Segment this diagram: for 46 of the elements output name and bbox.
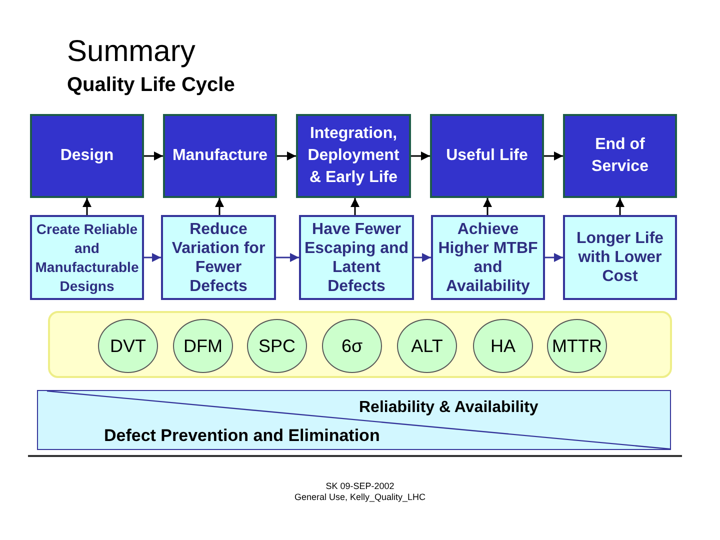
slide-subtitle: Quality Life Cycle (67, 73, 235, 97)
goal-label: Reduce Variation for Fewer Defects (170, 220, 266, 296)
trend-band (37, 390, 671, 450)
band-label: Reliability & Availability (359, 398, 538, 418)
arrow (616, 198, 624, 215)
stage-box (563, 114, 677, 198)
tool-label: DVT (110, 335, 146, 357)
arrow (144, 152, 163, 160)
stage-label: Design (60, 146, 114, 166)
goal-label: Create Reliable and Manufacturable Designs (34, 220, 140, 296)
arrow (350, 198, 360, 215)
stage-box (430, 114, 544, 198)
tool-label: DFM (184, 335, 222, 357)
arrow (483, 198, 492, 215)
stage-label: Integration, Deployment & Early Life (306, 124, 400, 188)
tool-label: MTTR (552, 335, 602, 357)
arrow (414, 253, 431, 262)
slide-title: Summary (67, 35, 196, 69)
goal-label: Have Fewer Escaping and Latent Defects (303, 220, 410, 296)
goal-label: Longer Life with Lower Cost (575, 229, 665, 286)
stage-box (30, 114, 144, 198)
tools-panel (48, 311, 672, 378)
stage-box (296, 114, 411, 198)
stage-label: Useful Life (446, 146, 528, 166)
goal-box (161, 215, 276, 300)
arrow (144, 253, 161, 262)
arrow (276, 253, 299, 262)
arrow (215, 198, 224, 215)
arrow (545, 253, 563, 262)
arrow (277, 152, 296, 160)
tool-label: SPC (258, 335, 296, 357)
stage-label: End of Service (590, 135, 650, 177)
arrow (82, 198, 92, 215)
arrow (411, 152, 430, 160)
footer-note: General Use, Kelly_Quality_LHC (294, 492, 426, 503)
stage-box (163, 114, 277, 198)
band-label: Defect Prevention and Elimination (104, 426, 380, 446)
goal-label: Achieve Higher MTBF and Availability (437, 220, 539, 296)
footer-date: SK 09-SEP-2002 (326, 481, 394, 492)
goal-box (431, 215, 545, 300)
stage-label: Manufacture (172, 146, 268, 166)
tool-label: 6σ (341, 335, 363, 357)
tool-label: HA (490, 335, 516, 357)
tool-label: ALT (411, 335, 443, 357)
arrow (544, 152, 563, 160)
goal-box (563, 215, 677, 300)
